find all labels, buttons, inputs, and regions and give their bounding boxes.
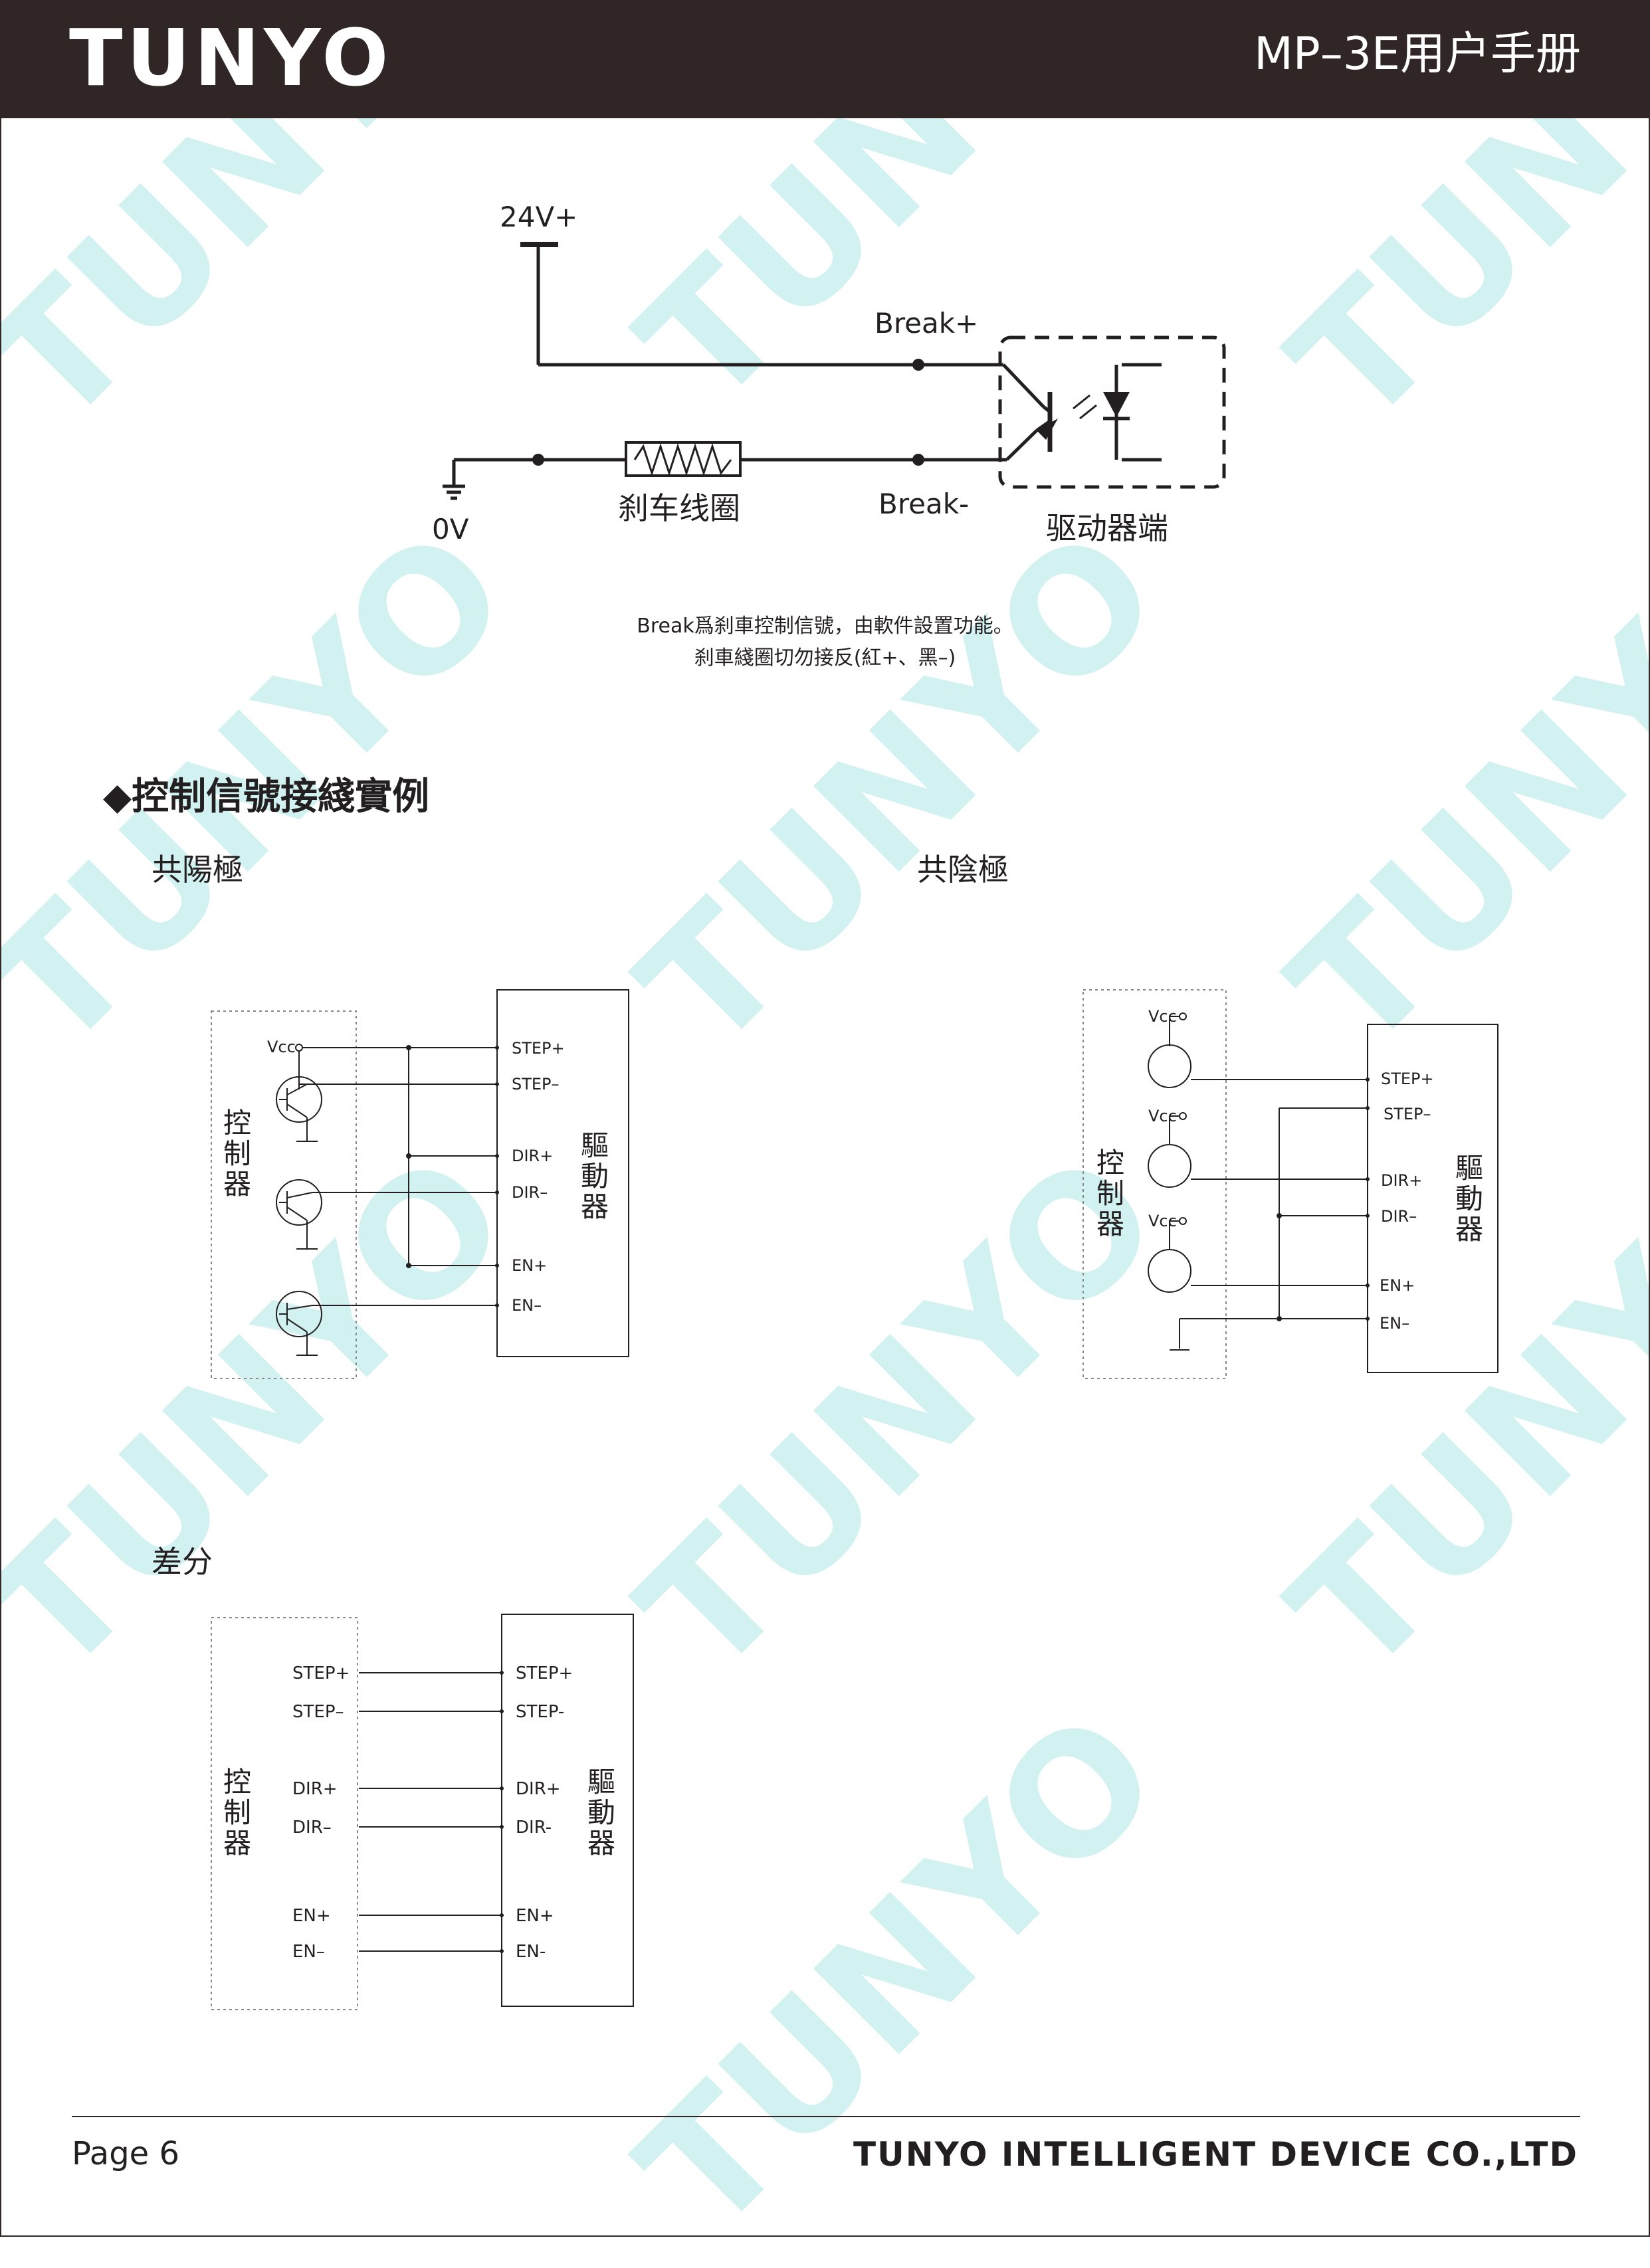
- vcc-label: Vcc: [1148, 1107, 1177, 1125]
- label-driver-side: 驱动器端: [1046, 510, 1168, 546]
- controller-label: 控制器: [1096, 1147, 1125, 1241]
- company-name: TUNYO INTELLIGENT DEVICE CO.,LTD: [853, 2135, 1578, 2174]
- pin-dir-minus: DIR–: [1381, 1207, 1417, 1226]
- subsection-common-cathode: 共陰極: [917, 852, 1009, 888]
- pin-step-minus: STEP–: [512, 1075, 560, 1093]
- pin-step-plus: STEP+: [1381, 1070, 1434, 1088]
- pin-step-plus: STEP+: [512, 1039, 565, 1058]
- caption-line-2: 刹車綫圈切勿接反(紅+、黑–): [694, 646, 956, 670]
- brand-logo: TUNYO: [69, 12, 393, 104]
- left-pin-en-plus: EN+: [292, 1906, 331, 1926]
- section-title: ◆控制信號接綫實例: [103, 775, 430, 818]
- pin-step-minus: STEP–: [1384, 1105, 1431, 1123]
- pin-dir-minus: DIR–: [512, 1183, 548, 1202]
- pin-en-plus: EN+: [512, 1256, 548, 1275]
- pin-en-minus: EN–: [512, 1296, 542, 1315]
- right-pin-step-plus: STEP+: [516, 1663, 573, 1683]
- label-0v: 0V: [432, 513, 469, 545]
- vcc-label: Vcc: [1148, 1007, 1177, 1026]
- page-frame: [0, 118, 1650, 2237]
- left-pin-dir-plus: DIR+: [292, 1779, 338, 1799]
- footer-divider: [72, 2116, 1580, 2117]
- left-pin-step-plus: STEP+: [292, 1663, 350, 1683]
- header-bar: TUNYO MP–3E用户手册: [0, 0, 1650, 118]
- page-number: Page 6: [72, 2135, 179, 2172]
- pin-en-minus: EN–: [1380, 1314, 1410, 1333]
- right-pin-dir-minus: DIR-: [516, 1818, 552, 1838]
- right-pin-en-minus: EN-: [516, 1942, 546, 1962]
- pin-en-plus: EN+: [1380, 1276, 1415, 1295]
- right-pin-dir-plus: DIR+: [516, 1779, 561, 1799]
- pin-dir-plus: DIR+: [512, 1147, 554, 1165]
- left-pin-en-minus: EN–: [292, 1942, 325, 1962]
- caption-line-1: Break爲刹車控制信號，由軟件設置功能。: [637, 614, 1013, 638]
- controller-label: 控制器: [223, 1107, 252, 1201]
- label-break-plus: Break+: [875, 307, 979, 339]
- driver-label: 驅動器: [587, 1766, 616, 1860]
- subsection-differential: 差分: [152, 1544, 213, 1580]
- controller-label: 控制器: [223, 1766, 252, 1860]
- right-pin-en-plus: EN+: [516, 1906, 554, 1926]
- driver-label: 驅動器: [581, 1129, 609, 1224]
- document-title: MP–3E用户手册: [1254, 28, 1581, 80]
- subsection-common-anode: 共陽極: [152, 852, 243, 888]
- label-brake-coil: 刹车线圈: [618, 490, 740, 526]
- left-pin-dir-minus: DIR–: [292, 1818, 332, 1838]
- left-pin-step-minus: STEP–: [292, 1702, 344, 1722]
- vcc-label: Vcc: [1148, 1212, 1177, 1230]
- driver-label: 驅動器: [1455, 1152, 1484, 1246]
- vcc-label: Vcc: [267, 1038, 296, 1056]
- right-pin-step-minus: STEP-: [516, 1702, 565, 1722]
- label-24v: 24V+: [500, 201, 578, 233]
- label-break-minus: Break-: [878, 488, 970, 520]
- pin-dir-plus: DIR+: [1381, 1171, 1423, 1190]
